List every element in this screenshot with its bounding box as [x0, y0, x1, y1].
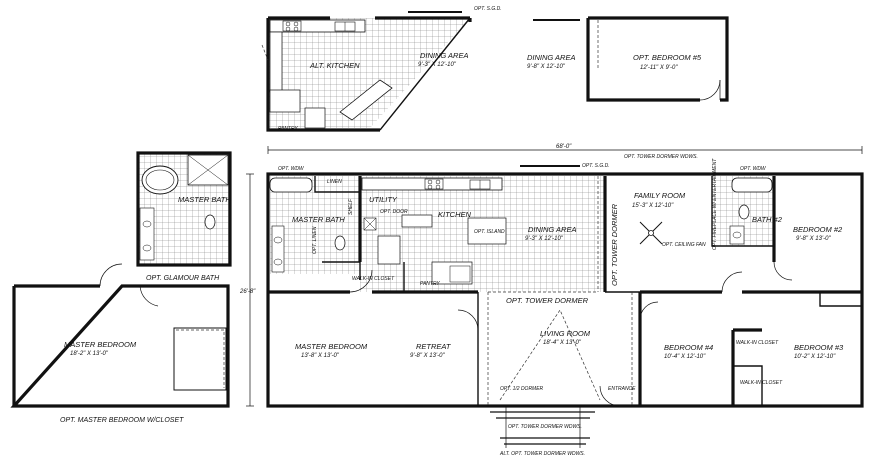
opt-master-bedroom-plan: MASTER BEDROOM 18'-2" X 13'-0" OPT. MAST…	[10, 263, 230, 424]
overall-width-dimension: 68'-0"	[267, 144, 863, 154]
opt-tower-dormer-main-label: OPT. TOWER DORMER	[506, 296, 589, 305]
opt-sgd-top-label: OPT. S.G.D.	[474, 6, 502, 12]
bedroom2-label: BEDROOM #2	[793, 225, 843, 234]
master-bedroom-dim: 13'-8" X 13'-0"	[301, 353, 340, 359]
opt-bedroom5-plan: OPT. BEDROOM #5 12'-11" X 9'-0"	[586, 16, 729, 102]
opt-sgd-main-label: OPT. S.G.D.	[582, 163, 610, 169]
opt-tower-dormer-wdws-top-label: OPT. TOWER DORMER WDWS.	[624, 154, 698, 160]
bedroom3-dim: 10'-2" X 12'-10"	[794, 354, 836, 360]
opt-linen-label: OPT. LINEN	[312, 226, 318, 254]
dining-area-top-dim: 9'-3" X 12'-10"	[418, 62, 457, 68]
opt-half-dormer-label: OPT. 1/2 DORMER	[500, 386, 544, 392]
retreat-label: RETREAT	[416, 342, 452, 351]
dining-area-mid: DINING AREA 9'-8" X 12'-10"	[527, 19, 580, 70]
main-house: OPT. TOWER DORMER WDWS. OPT. S.G.D. OPT.…	[266, 154, 864, 457]
opt-wdw-left-label: OPT. WDW	[278, 166, 305, 172]
bedroom4-dim: 10'-4" X 12'-10"	[664, 354, 706, 360]
opt-bedroom5-label: OPT. BEDROOM #5	[633, 53, 702, 62]
dining-area-dim: 9'-3" X 12'-10"	[525, 236, 564, 242]
family-room-dim: 15'-3" X 12'-10"	[632, 203, 674, 209]
bedroom2-dim: 9'-8" X 13'-0"	[796, 236, 831, 242]
dining-area-mid-dim: 9'-8" X 12'-10"	[527, 64, 566, 70]
opt-glamour-bath-plan: MASTER BATH OPT. GLAMOUR BATH	[136, 151, 232, 282]
overall-width-label: 68'-0"	[556, 144, 572, 150]
bedroom4-label: BEDROOM #4	[664, 343, 713, 352]
dining-area-top-label: DINING AREA	[420, 51, 468, 60]
ceiling-fan-icon	[639, 221, 663, 245]
opt-glamour-bath-caption: OPT. GLAMOUR BATH	[146, 275, 220, 282]
alt-tower-dormer-wdws-label: ALT. OPT. TOWER DORMER WDWS.	[499, 451, 585, 457]
master-bedroom-alt-dim: 18'-2" X 13'-0"	[70, 351, 109, 357]
opt-door-label: OPT. DOOR	[380, 209, 408, 215]
overall-depth-dimension: 26'-8"	[239, 173, 256, 407]
opt-master-bedroom-closet-caption: OPT. MASTER BEDROOM W/CLOSET	[60, 417, 184, 424]
master-bedroom-alt-label: MASTER BEDROOM	[64, 340, 137, 349]
opt-island-label: OPT. ISLAND	[474, 229, 505, 235]
opt-fireplace-label: OPT. FIREPLACE W/ ENTERTAINMENT	[712, 158, 718, 250]
kitchen-label: KITCHEN	[438, 210, 472, 219]
walk-in-closet-low-label: WALK-IN CLOSET	[740, 380, 783, 386]
walk-in-closet-master-label: WALK-IN CLOSET	[352, 276, 395, 282]
walk-in-closet-mid-label: WALK-IN CLOSET	[736, 340, 779, 346]
bedroom3-label: BEDROOM #3	[794, 343, 844, 352]
bath2-label: BATH #2	[752, 215, 783, 224]
alt-kitchen-plan: OPT. S.G.D. ALT. KITCHEN DINING AREA 9'-…	[261, 6, 502, 132]
shelf-label: SHELF	[348, 198, 354, 215]
entrance-label: ENTRANCE	[608, 386, 636, 392]
family-room-label: FAMILY ROOM	[634, 191, 686, 200]
linen-label: LINEN	[327, 179, 342, 185]
master-bath-label: MASTER BATH	[292, 215, 345, 224]
opt-tower-dormer-wdws-bottom-label: OPT. TOWER DORMER WDWS.	[508, 424, 582, 430]
living-room-label: LIVING ROOM	[540, 329, 591, 338]
pantry-label: PANTRY	[420, 281, 440, 287]
opt-tower-dormer-vertical-label: OPT. TOWER DORMER	[610, 203, 619, 286]
retreat-dim: 9'-8" X 13'-0"	[410, 353, 445, 359]
master-bedroom-label: MASTER BEDROOM	[295, 342, 368, 351]
opt-wdw-right-label: OPT. WDW	[740, 166, 767, 172]
dining-area-mid-label: DINING AREA	[527, 53, 575, 62]
utility-label: UTILITY	[369, 195, 398, 204]
dining-area-label: DINING AREA	[528, 225, 576, 234]
alt-kitchen-label: ALT. KITCHEN	[309, 61, 360, 70]
master-bath-glamour-label: MASTER BATH	[178, 195, 231, 204]
overall-depth-label: 26'-8"	[239, 289, 256, 295]
living-room-dim: 18'-4" X 13'-0"	[543, 340, 582, 346]
pantry-top-label: PANTRY	[278, 126, 298, 132]
opt-bedroom5-dim: 12'-11" X 9'-0"	[640, 65, 678, 71]
opt-ceiling-fan-label: OPT. CEILING FAN	[662, 242, 706, 248]
